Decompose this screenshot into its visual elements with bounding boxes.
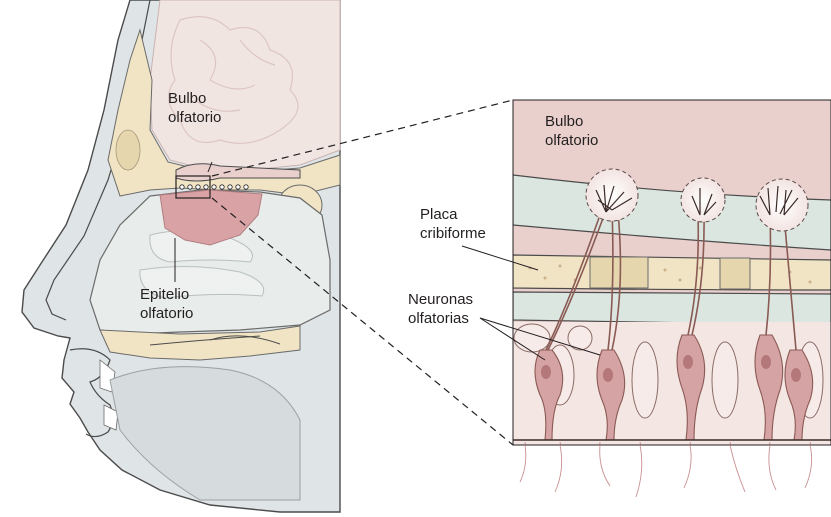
label-bulbo-inset-1: Bulbo [545, 113, 583, 130]
cribriform-plate [513, 255, 831, 290]
head-profile [22, 0, 340, 512]
label-bulbo-main-2: olfatorio [168, 109, 221, 126]
label-placa-1: Placa [420, 206, 458, 223]
brain [150, 0, 340, 170]
label-epitelio-2: olfatorio [140, 305, 193, 322]
label-bulbo-main-1: Bulbo [168, 90, 206, 107]
label-bulbo-inset-2: olfatorio [545, 132, 598, 149]
inset-magnified-view [513, 100, 831, 495]
label-neuronas-1: Neuronas [408, 291, 473, 308]
label-epitelio-1: Epitelio [140, 286, 189, 303]
label-neuronas-2: olfatorias [408, 310, 469, 327]
label-placa-2: cribiforme [420, 225, 486, 242]
